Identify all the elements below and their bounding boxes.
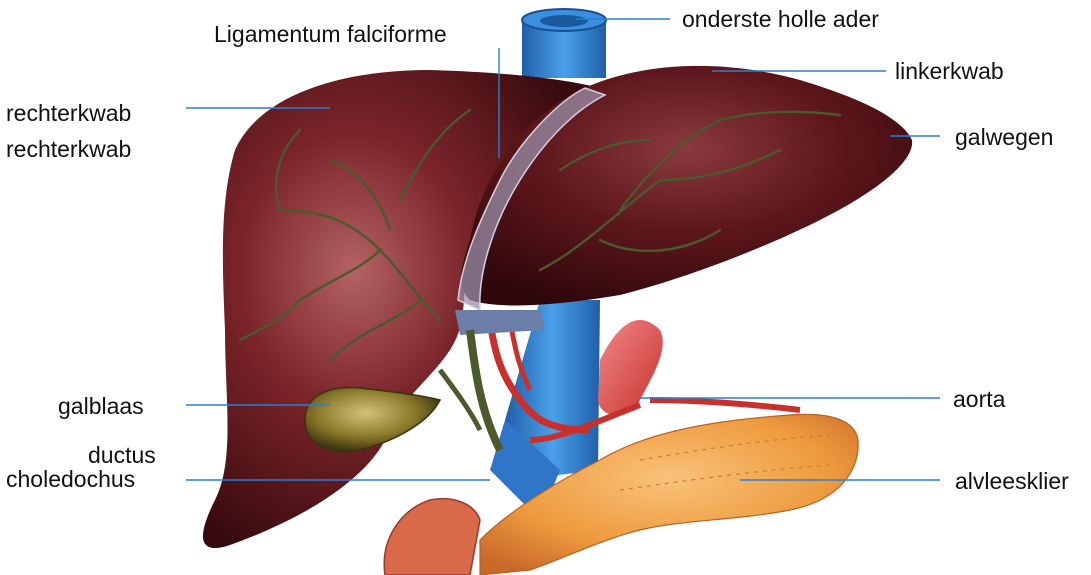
label-common-bile-duct-2: choledochus bbox=[6, 466, 135, 492]
label-bile-ducts: galwegen bbox=[955, 124, 1053, 150]
label-falciform: Ligamentum falciforme bbox=[214, 21, 447, 47]
label-gallbladder: galblaas bbox=[58, 393, 144, 419]
label-left-lobe: linkerkwab bbox=[895, 58, 1004, 84]
label-pancreas: alvleesklier bbox=[955, 468, 1069, 494]
gallbladder-shape bbox=[305, 387, 440, 451]
duodenum-shape bbox=[384, 499, 480, 575]
label-right-lobe-2: rechterkwab bbox=[6, 136, 131, 162]
label-aorta: aorta bbox=[953, 386, 1005, 412]
label-common-bile-duct-1: ductus bbox=[88, 442, 156, 468]
label-ivc: onderste holle ader bbox=[682, 6, 879, 32]
label-right-lobe-1: rechterkwab bbox=[6, 100, 131, 126]
